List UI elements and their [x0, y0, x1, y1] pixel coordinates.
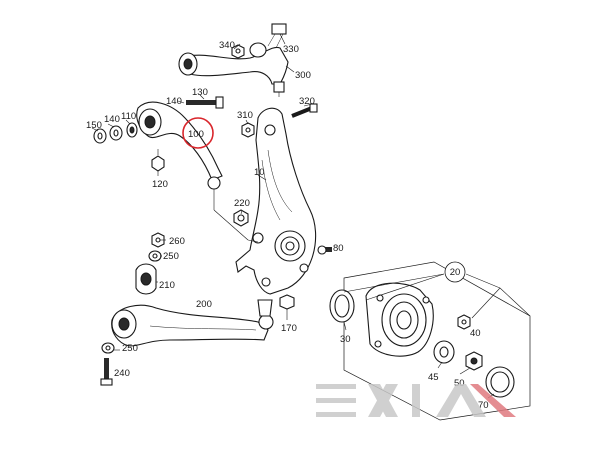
bolt-330 [267, 23, 287, 49]
label-220: 220 [234, 198, 250, 209]
wheel-hub-bearing [365, 282, 434, 357]
bolt-130 [186, 96, 224, 109]
label-340: 340 [219, 40, 235, 51]
label-130: 130 [192, 87, 208, 98]
label-45: 45 [428, 372, 439, 383]
seal-30 [329, 289, 355, 323]
bolt-40 [457, 314, 471, 330]
label-240: 240 [114, 368, 130, 379]
label-250-upper: 250 [163, 251, 179, 262]
lower-control-arm-200 [111, 299, 274, 347]
label-20: 20 [450, 267, 461, 278]
bolt-80 [317, 245, 332, 255]
bolt-170 [279, 294, 295, 316]
nut-150 [93, 128, 107, 144]
label-50: 50 [454, 378, 465, 389]
label-300: 300 [295, 70, 311, 81]
label-10: 10 [254, 167, 265, 178]
strut-arm-100 [136, 101, 223, 200]
cap-70 [485, 366, 515, 398]
label-140-top: 140 [166, 96, 182, 107]
label-320: 320 [299, 96, 315, 107]
label-120: 120 [152, 179, 168, 190]
label-170: 170 [281, 323, 297, 334]
label-70: 70 [478, 400, 489, 411]
bolt-240 [100, 358, 113, 386]
nut-310 [241, 122, 255, 138]
label-260: 260 [169, 236, 185, 247]
label-200: 200 [196, 299, 212, 310]
steering-knuckle-10 [235, 107, 317, 295]
bolt-320 [291, 103, 318, 118]
nut-120 [151, 149, 165, 172]
nut-250-upper [148, 250, 162, 262]
label-40: 40 [470, 328, 481, 339]
label-110: 110 [121, 111, 136, 122]
callout-circle-20 [444, 261, 466, 283]
bushing-210 [135, 263, 157, 295]
nut-220 [233, 209, 249, 227]
label-210: 210 [159, 280, 175, 291]
upper-control-arm-300 [178, 42, 289, 97]
label-150: 150 [86, 120, 102, 131]
label-250-lower: 250 [122, 343, 138, 354]
label-310: 310 [237, 110, 253, 121]
nut-250-lower [101, 342, 115, 354]
bearing-group-box [343, 261, 531, 421]
callout-labels: 340 330 300 320 130 140 110 140 150 100 … [86, 40, 489, 411]
label-100: 100 [188, 129, 204, 140]
label-30: 30 [340, 334, 351, 345]
exia-watermark-logo [316, 384, 516, 417]
washer-140 [109, 125, 123, 141]
highlight-circle [182, 117, 214, 149]
nut-50 [465, 351, 483, 371]
label-330: 330 [283, 44, 299, 55]
bushing-110 [126, 122, 138, 138]
label-80: 80 [333, 243, 344, 254]
washer-45 [433, 340, 455, 364]
label-140: 140 [104, 114, 120, 125]
